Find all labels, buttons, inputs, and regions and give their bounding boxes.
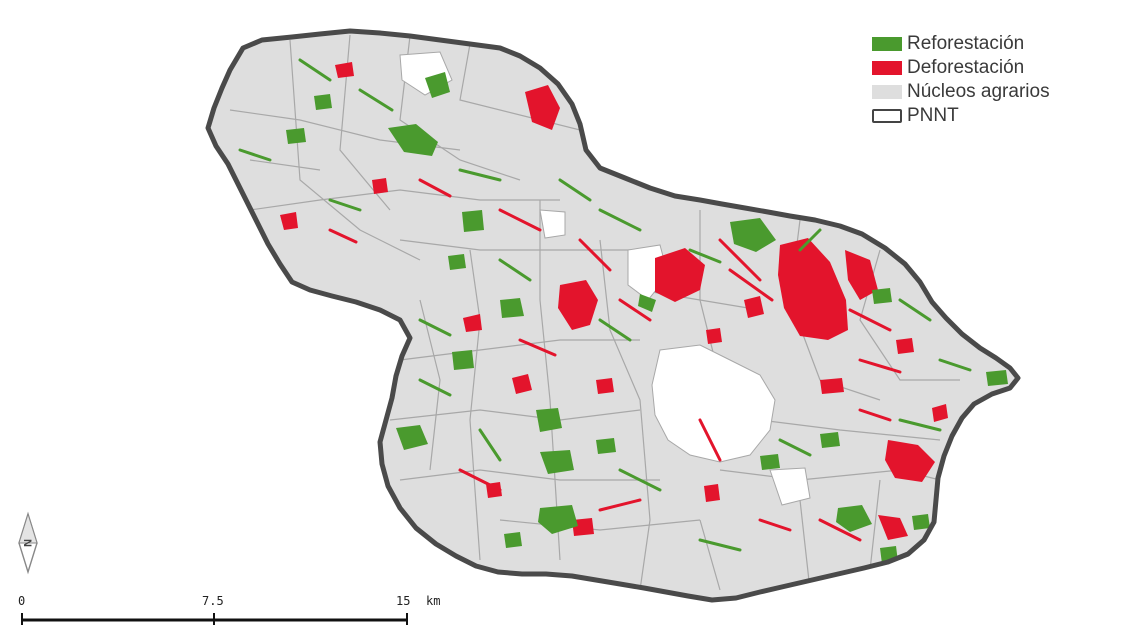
legend-label-deforestation: Deforestación [907,57,1025,78]
legend-label-reforestation: Reforestación [907,33,1025,54]
north-arrow-label: N [21,539,33,547]
north-arrow-icon: N [18,511,38,575]
scale-label-15: 15 [396,594,411,608]
scale-label-0: 0 [18,594,26,608]
legend-swatch-nucleos-agrarios [872,85,902,99]
scale-unit-label: km [426,594,441,608]
legend-label-pnnt: PNNT [907,105,959,126]
pnnt-park [208,31,1018,600]
legend-swatch-deforestation [872,61,902,75]
map-legend: Reforestación Deforestación Núcleos agra… [872,32,1050,128]
reforestation-streaks [238,58,972,552]
scale-bar [21,613,408,625]
pnnt-outline [205,28,1021,603]
legend-swatch-pnnt [872,109,902,123]
pnnt-fill [208,31,1018,600]
deforestation-patches [280,62,948,540]
legend-item-pnnt: PNNT [872,104,1050,128]
legend-item-deforestation: Deforestación [872,56,1050,80]
scale-label-7-5: 7.5 [202,594,224,608]
legend-item-reforestation: Reforestación [872,32,1050,56]
legend-swatch-reforestation [872,37,902,51]
legend-item-nucleos-agrarios: Núcleos agrarios [872,80,1050,104]
deforestation-streaks [328,178,902,542]
legend-label-nucleos-agrarios: Núcleos agrarios [907,81,1050,102]
reforestation-patches [286,72,1008,564]
nucleos-boundaries [229,34,960,591]
